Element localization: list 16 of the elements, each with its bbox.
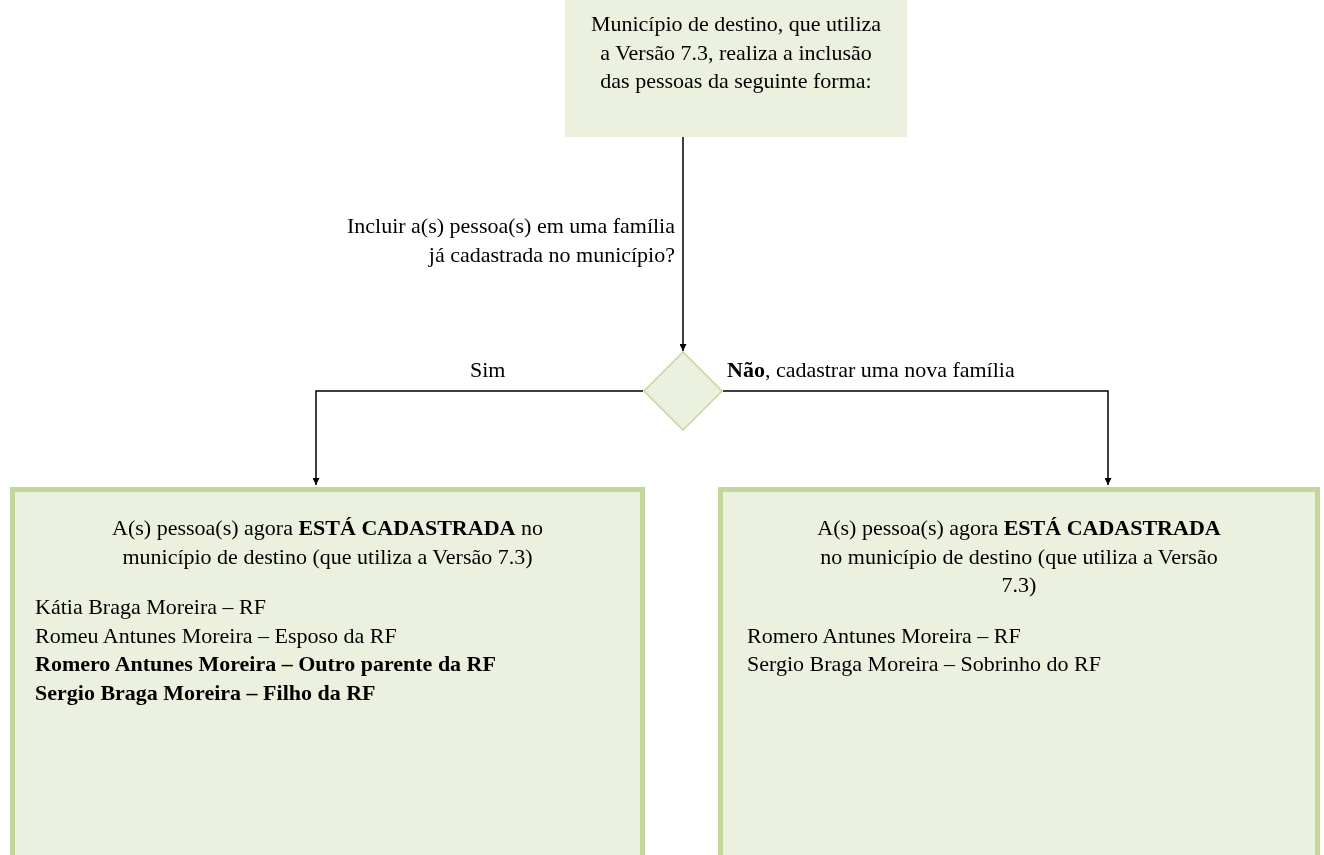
box-heading: A(s) pessoa(s) agora ESTÁ CADASTRADA no município de destino (que utiliza a Versão 7.3): [111, 514, 544, 571]
list-item: Romeu Antunes Moreira – Esposo da RF: [35, 621, 398, 650]
result-box: [10, 487, 645, 855]
arrow: [679, 136, 687, 352]
list-item: Romero Antunes Moreira – RF: [747, 621, 1022, 650]
decision-diamond: [643, 351, 723, 431]
result-box: [718, 487, 1320, 855]
arrow: [312, 390, 644, 486]
box-heading: Município de destino, que utiliza a Versão 7.3, realiza a inclusão das pessoas da seguinte forma:: [589, 10, 883, 96]
process-box: [565, 0, 907, 137]
arrow: [722, 390, 1112, 486]
list-item: Kátia Braga Moreira – RF: [35, 593, 267, 622]
list-item: Romero Antunes Moreira – Outro parente da RF: [35, 650, 497, 679]
list-item: Sergio Braga Moreira – Filho da RF: [35, 678, 377, 707]
list-item: Sergio Braga Moreira – Sobrinho do RF: [747, 650, 1102, 679]
box-heading: A(s) pessoa(s) agora ESTÁ CADASTRADA no município de destino (que utiliza a Versão 7.3): [816, 514, 1222, 600]
